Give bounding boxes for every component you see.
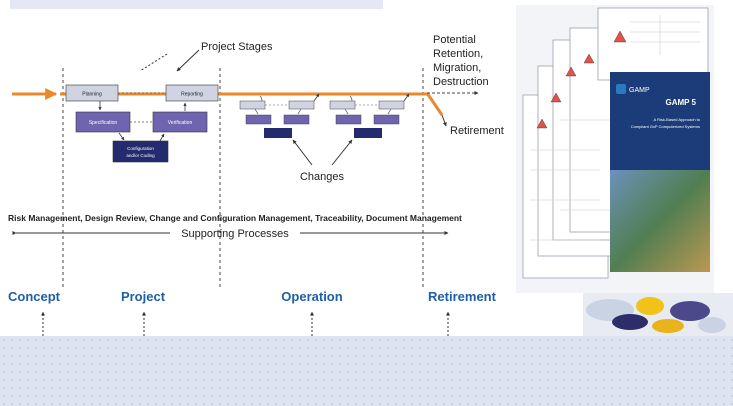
supporting-processes-list: Risk Management, Design Review, Change a… bbox=[8, 213, 462, 223]
book-brand: GAMP bbox=[629, 87, 650, 94]
document-stack-image: GAMP GAMP 5 A Risk-Based Approach to Com… bbox=[516, 5, 714, 293]
footer-dotted-band bbox=[0, 336, 733, 406]
reporting-label: Reporting bbox=[181, 92, 203, 98]
phase-project: Project bbox=[121, 289, 166, 304]
svg-text:Retention,: Retention, bbox=[433, 48, 483, 60]
book-title: GAMP 5 bbox=[665, 98, 696, 107]
potential-label: Potential Retention, Migration, Destruct… bbox=[433, 34, 489, 88]
verification-box bbox=[152, 111, 208, 133]
svg-text:Migration,: Migration, bbox=[433, 62, 481, 74]
phase-separators bbox=[62, 68, 424, 290]
configuration-label-line1: Configuration bbox=[127, 146, 154, 151]
specification-label: Specification bbox=[89, 120, 118, 126]
top-title-bar bbox=[10, 0, 383, 9]
phase-concept: Concept bbox=[8, 289, 61, 304]
verification-label: Verification bbox=[168, 120, 193, 126]
configuration-label-line2: and/or Coding bbox=[126, 153, 155, 158]
phase-operation: Operation bbox=[281, 289, 342, 304]
project-stages-label: Project Stages bbox=[201, 41, 273, 53]
lifecycle-timeline bbox=[12, 88, 479, 127]
change-groups bbox=[239, 93, 410, 138]
retirement-stage-label: Retirement bbox=[450, 125, 504, 137]
configuration-coding-box bbox=[112, 140, 169, 163]
reporting-box bbox=[165, 84, 219, 102]
book-subtitle-line1: A Risk-Based Approach to bbox=[654, 117, 701, 122]
book-subtitle-line2: Compliant GxP Computerized Systems bbox=[631, 124, 700, 129]
project-stage-boxes: Planning Reporting Specification Verific… bbox=[65, 84, 219, 163]
svg-text:Destruction: Destruction bbox=[433, 76, 489, 88]
phase-pointers bbox=[41, 311, 450, 336]
supporting-processes-label: Supporting Processes bbox=[181, 228, 289, 240]
pills-image bbox=[583, 293, 733, 338]
phase-retirement: Retirement bbox=[428, 289, 497, 304]
changes-label: Changes bbox=[300, 171, 345, 183]
phase-labels: Concept Project Operation Retirement bbox=[8, 289, 497, 304]
planning-label: Planning bbox=[82, 92, 102, 98]
change-group-2 bbox=[329, 93, 410, 138]
change-group-1 bbox=[239, 93, 320, 138]
svg-text:Potential: Potential bbox=[433, 34, 476, 46]
